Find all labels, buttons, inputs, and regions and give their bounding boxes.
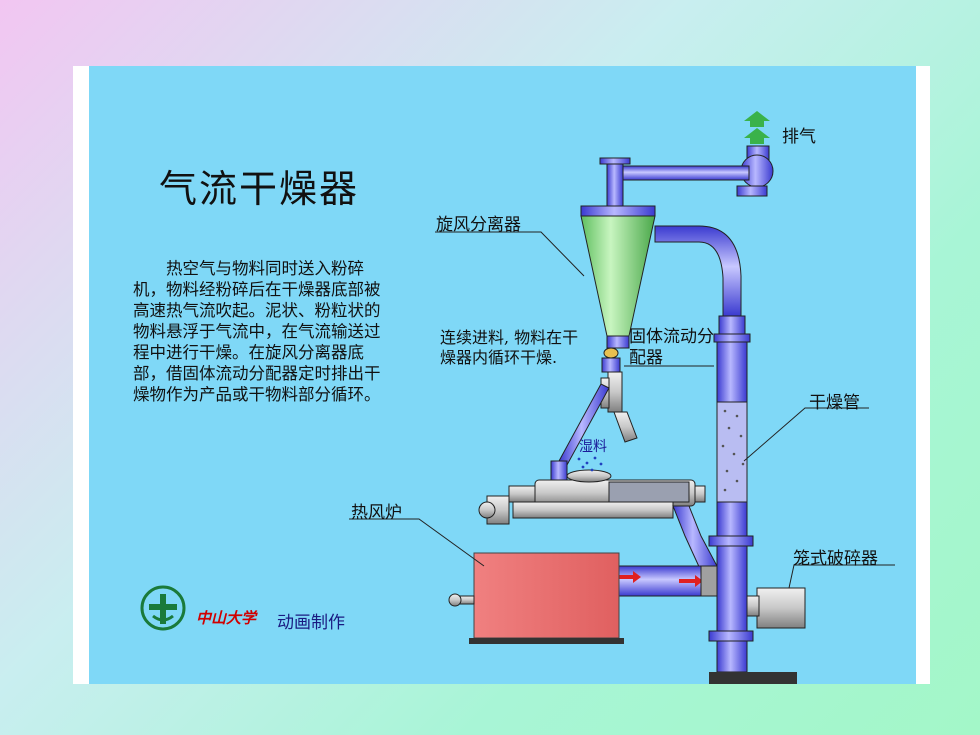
outlet-pipe-vertical	[606, 160, 624, 212]
slide: 气流干燥器 热空气与物料同时送入粉碎机，物料经粉碎后在干燥器底部被高速热气流吹起…	[89, 66, 916, 684]
label-hot-air-furnace: 热风炉	[351, 503, 402, 523]
label-dryer-tube: 干燥管	[809, 393, 860, 413]
process-note: 连续进料, 物料在干燥器内循环干燥.	[440, 328, 579, 367]
leader-lines	[349, 231, 895, 589]
description-text: 热空气与物料同时送入粉碎机，物料经粉碎后在干燥器底部被高速热气流吹起。泥状、粉粒…	[133, 259, 381, 404]
exhaust-arrow-icon	[744, 111, 770, 144]
riser-return-pipe	[654, 225, 742, 317]
dryer-tube	[708, 315, 797, 684]
outlet-pipe-cap	[599, 157, 631, 165]
university-logo-icon	[140, 585, 186, 631]
page-title: 气流干燥器	[159, 167, 360, 211]
label-exhaust: 排气	[782, 127, 816, 147]
cyclone-separator	[580, 205, 656, 349]
outlet-pipe-horizontal	[622, 165, 750, 181]
label-wet-material: 湿料	[579, 439, 607, 455]
label-cyclone: 旋风分离器	[436, 215, 521, 235]
cage-crusher-box	[756, 587, 806, 629]
wet-material-particles	[577, 456, 603, 472]
screw-feeder	[478, 469, 706, 525]
label-cage-crusher: 笼式破碎器	[793, 549, 878, 569]
hot-air-arrow-icon	[617, 571, 703, 587]
label-distributor: 固体流动分配器	[629, 327, 714, 368]
dryer-diagram	[349, 111, 895, 684]
university-name: 中山大学	[196, 609, 257, 627]
credit-text: 动画制作	[277, 613, 345, 633]
hot-air-furnace	[448, 552, 624, 644]
